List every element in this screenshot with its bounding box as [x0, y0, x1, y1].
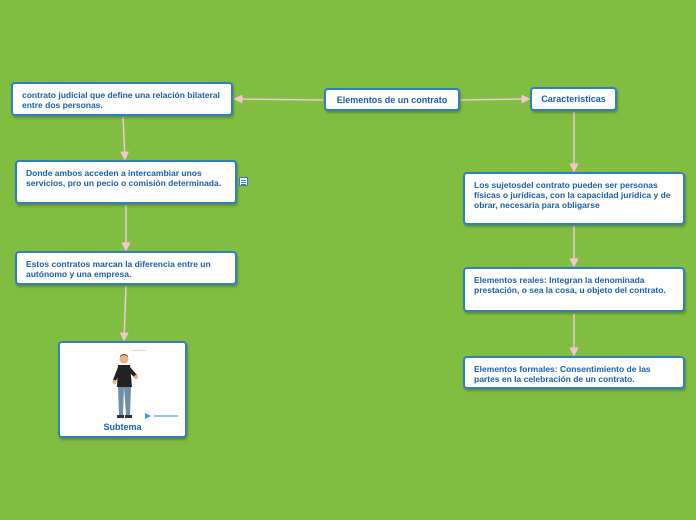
topic-intercambio-label: Donde ambos acceden a intercambiar unos … [26, 168, 222, 188]
person-illustration-icon [112, 354, 138, 418]
topic-caracteristicas-label: Caracteristicas [541, 94, 606, 104]
image-caption-scribble: ~~~~~~~ [132, 349, 147, 353]
topic-intercambio[interactable]: Donde ambos acceden a intercambiar unos … [15, 160, 237, 204]
central-topic[interactable]: Elementos de un contrato [324, 88, 460, 111]
connector-center-right [460, 94, 531, 104]
topic-elementos-formales[interactable]: Elementos formales: Consentimiento de la… [463, 356, 685, 389]
topic-caracteristicas[interactable]: Caracteristicas [530, 87, 617, 111]
topic-elementos-reales-label: Elementos reales: Integran la denominada… [474, 275, 666, 295]
connector-center-left [233, 94, 324, 104]
topic-definition-label: contrato judicial que define una relació… [22, 90, 220, 110]
central-topic-label: Elementos de un contrato [336, 95, 448, 105]
note-icon[interactable] [239, 177, 248, 186]
topic-definition[interactable]: contrato judicial que define una relació… [11, 82, 233, 116]
subtopic-label: Subtema [103, 422, 142, 432]
subtopic-image-node[interactable]: ~~~~~~~ Subtema [58, 341, 187, 438]
topic-elementos-reales[interactable]: Elementos reales: Integran la denominada… [463, 267, 685, 312]
topic-diferencia[interactable]: Estos contratos marcan la diferencia ent… [15, 251, 237, 285]
connector-left-3-4 [119, 285, 129, 342]
topic-diferencia-label: Estos contratos marcan la diferencia ent… [26, 259, 211, 279]
topic-sujetos-label: Los sujetosdel contrato pueden ser perso… [474, 180, 671, 210]
topic-elementos-formales-label: Elementos formales: Consentimiento de la… [474, 364, 651, 384]
topic-sujetos[interactable]: Los sujetosdel contrato pueden ser perso… [463, 172, 685, 225]
connector-left-1-2 [120, 116, 130, 161]
watermark-logo-icon [145, 413, 178, 419]
